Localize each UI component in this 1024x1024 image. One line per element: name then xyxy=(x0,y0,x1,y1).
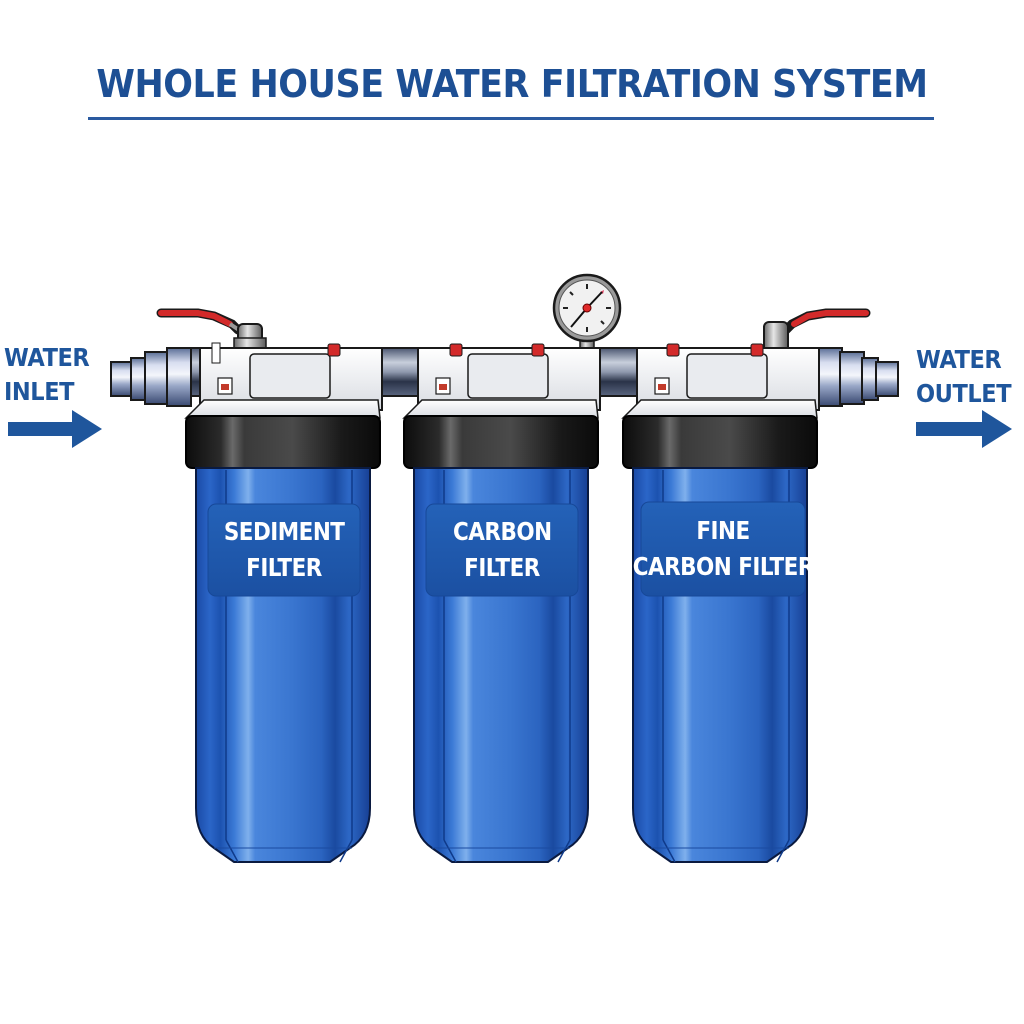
filter-3-line2: CARBON FILTER xyxy=(632,552,814,581)
filter-3-line1: FINE xyxy=(696,516,750,545)
sediment-filter-label: SEDIMENT FILTER xyxy=(208,504,360,596)
outlet-arrow-icon xyxy=(916,410,1012,448)
inlet-fitting xyxy=(110,347,192,407)
carbon-filter-label: CARBON FILTER xyxy=(426,504,578,596)
outlet-valve-handle[interactable] xyxy=(763,308,871,353)
filter-1-line2: FILTER xyxy=(246,553,322,582)
filter-housing-carbon xyxy=(402,343,601,863)
water-outlet-label: WATER OUTLET xyxy=(916,343,1012,411)
outlet-line2: OUTLET xyxy=(916,379,1012,408)
filter-housing-sediment xyxy=(184,342,383,863)
filter-housing-fine-carbon xyxy=(621,343,820,863)
fine-carbon-filter-label: FINE CARBON FILTER xyxy=(632,502,814,596)
outlet-line1: WATER xyxy=(916,345,1002,374)
outlet-fitting xyxy=(817,347,899,407)
page-title: WHOLE HOUSE WATER FILTRATION SYSTEM xyxy=(96,62,928,106)
inlet-line2: INLET xyxy=(4,377,75,406)
pressure-gauge-icon xyxy=(552,273,622,353)
filter-2-line1: CARBON xyxy=(452,517,552,546)
inlet-arrow-icon xyxy=(8,410,102,448)
filter-2-line2: FILTER xyxy=(464,553,540,582)
inlet-line1: WATER xyxy=(4,343,90,372)
water-inlet-label: WATER INLET xyxy=(4,341,90,409)
filter-1-line1: SEDIMENT xyxy=(223,517,345,546)
inlet-valve-handle[interactable] xyxy=(156,308,267,355)
title-underline xyxy=(88,117,934,120)
